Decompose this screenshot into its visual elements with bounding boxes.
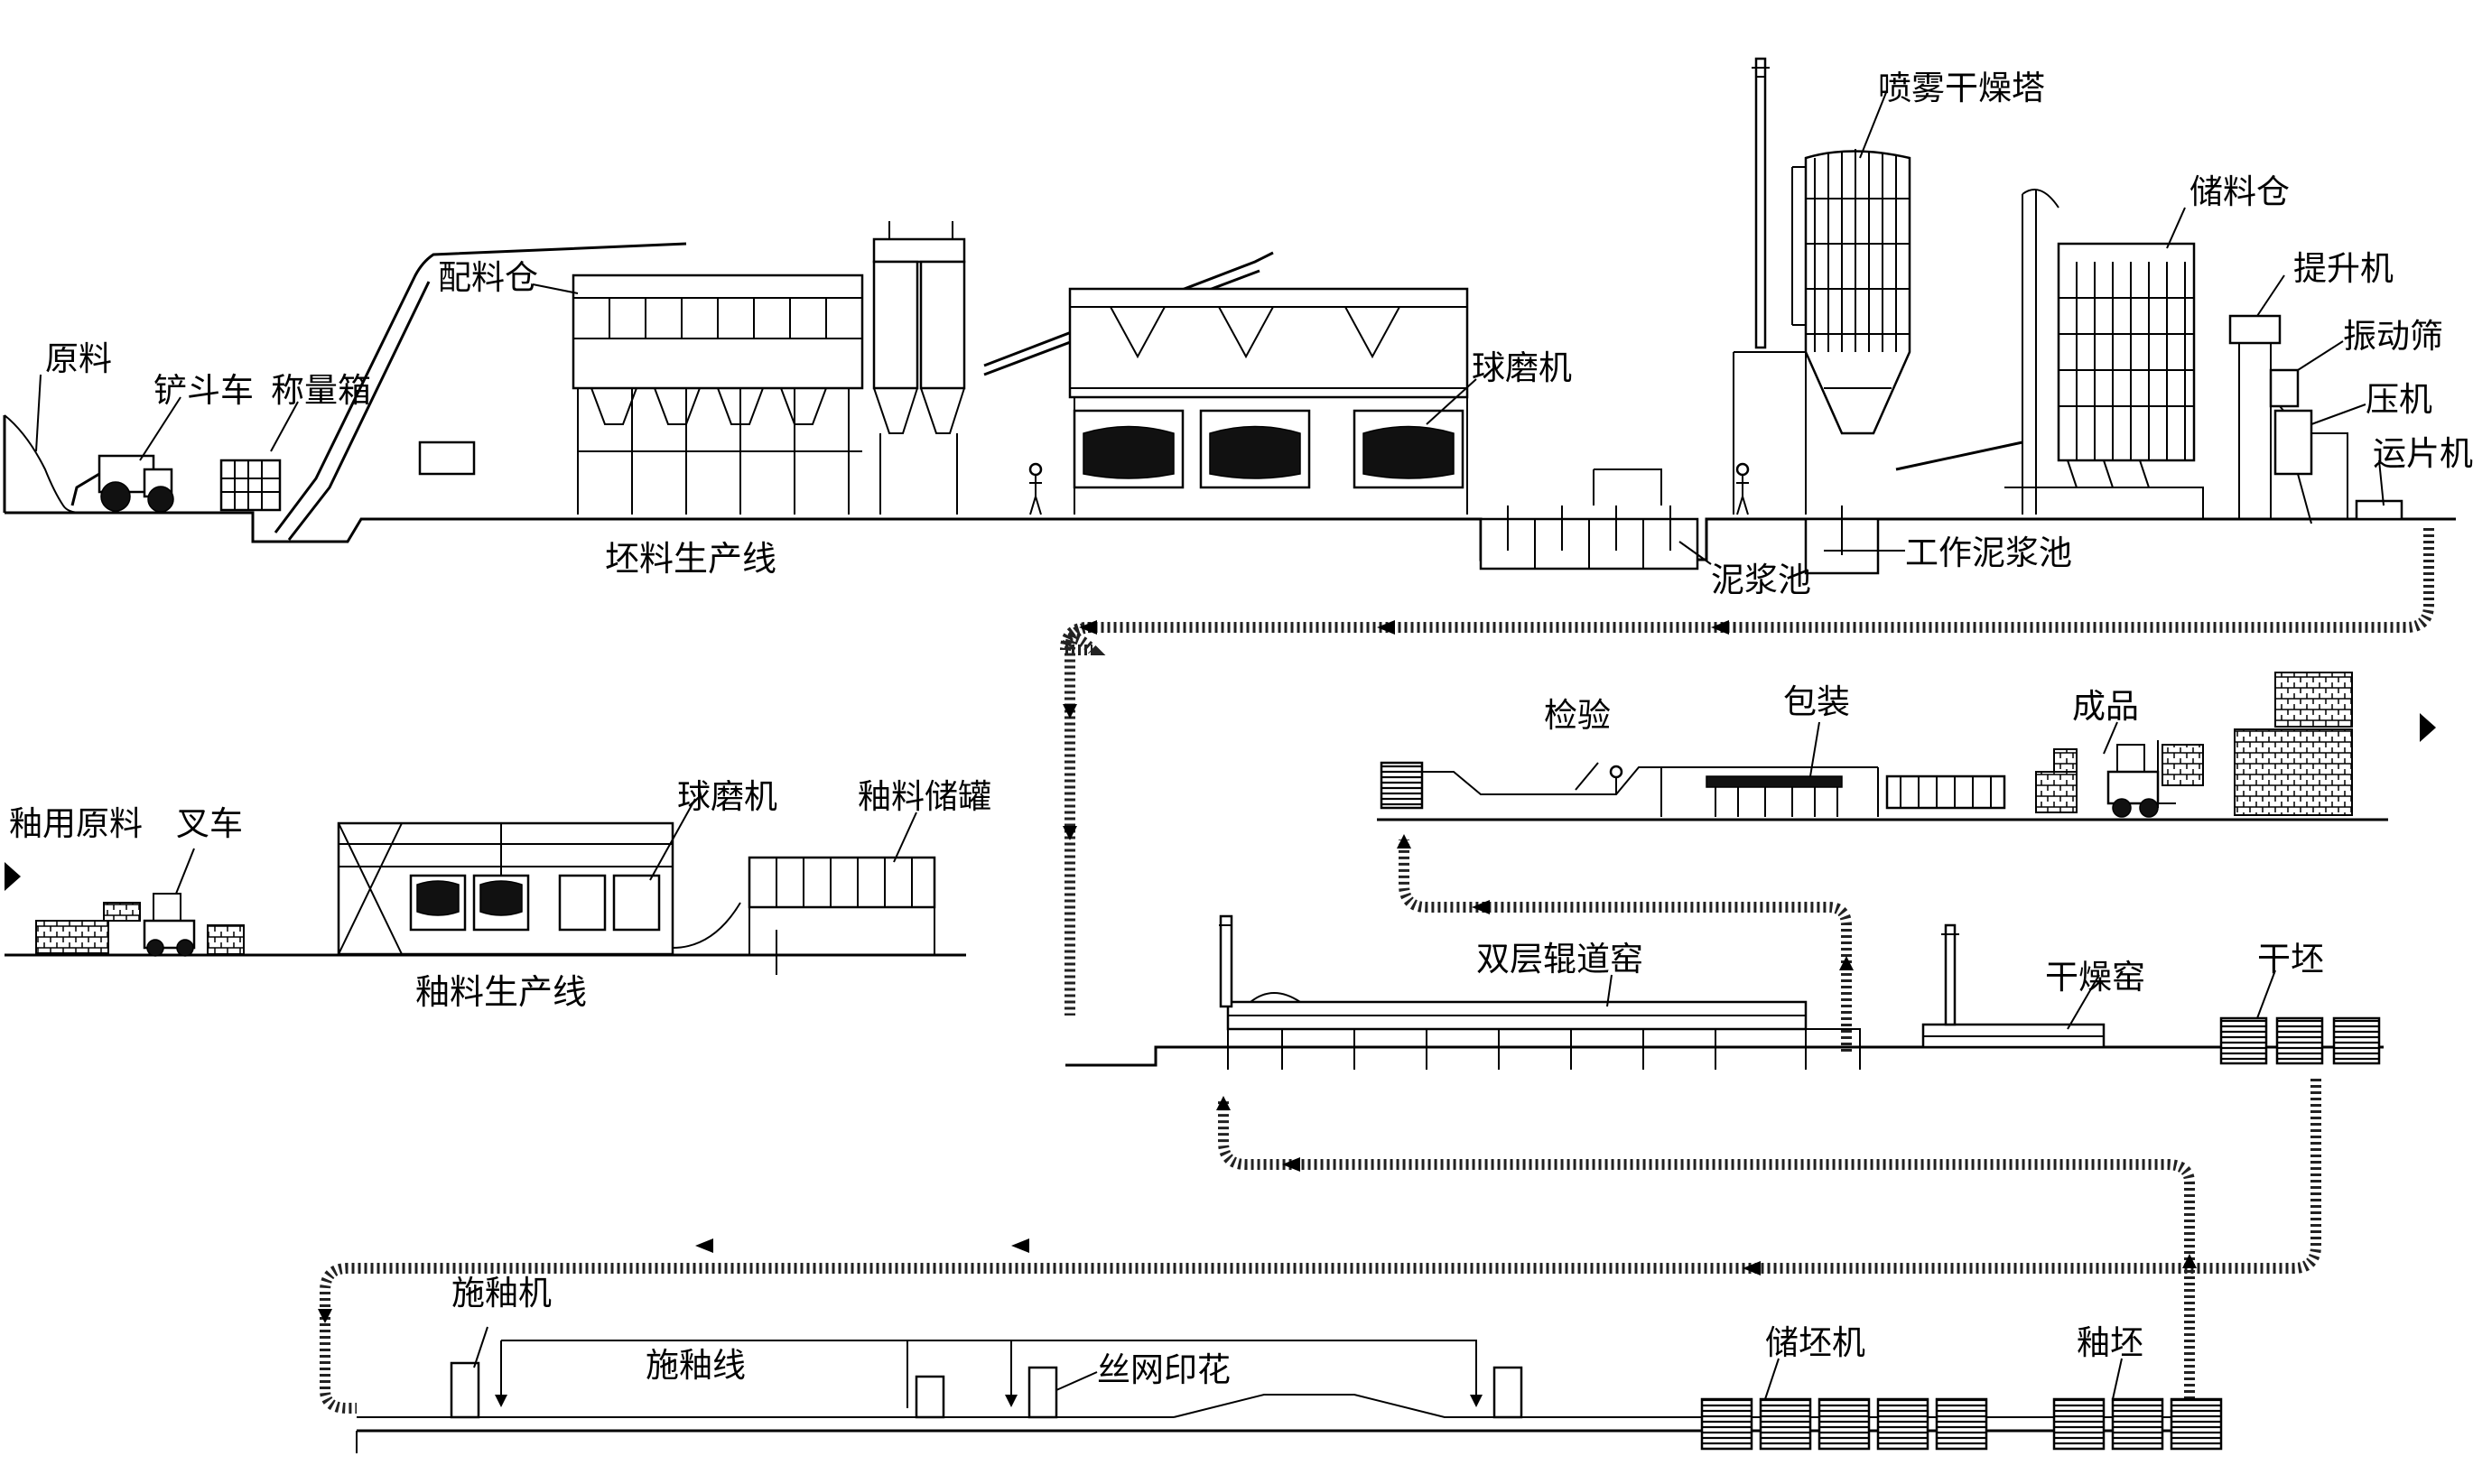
kiln-line <box>1065 914 2384 1070</box>
glaze-production-line <box>5 821 966 975</box>
label-slurry-pool: 泥浆池 <box>1711 561 1811 599</box>
label-dry-green: 干坯 <box>2257 940 2324 979</box>
label-press: 压机 <box>2366 380 2432 419</box>
label-glaze-raw-material: 釉用原料 <box>9 804 143 843</box>
forklift-finished <box>2106 740 2204 818</box>
triangle-right-icon <box>2420 713 2436 742</box>
elevator-screen-press <box>2228 314 2403 524</box>
ball-mill-building <box>1068 287 1469 515</box>
leader-lines <box>35 89 2385 1400</box>
flow-path-4 <box>1218 1101 2195 1399</box>
belt-conveyor-1 <box>274 242 687 533</box>
arrow-icon <box>1063 826 1077 840</box>
label-elevator: 提升机 <box>2293 249 2394 288</box>
label-ball-mill-body: 球磨机 <box>1472 348 1572 387</box>
packaging-line <box>1377 672 2388 821</box>
arrow-icon <box>1397 834 1411 849</box>
label-working-slurry-pool: 工作泥浆池 <box>1905 533 2072 572</box>
label-tile-conveyor: 运片机 <box>2373 434 2473 473</box>
label-storage-silo: 储料仓 <box>2189 172 2290 211</box>
storage-silo <box>2004 189 2204 519</box>
label-ball-mill-glaze: 球磨机 <box>677 777 777 816</box>
title-glaze-line: 釉料生产线 <box>415 972 587 1012</box>
arrow-icon <box>1282 1157 1300 1172</box>
label-roller-kiln: 双层辊道窑 <box>1476 940 1643 979</box>
arrow-icon <box>1063 704 1077 719</box>
arrow-icon <box>318 1309 332 1323</box>
title-body-line: 坯料生产线 <box>605 539 776 579</box>
arrow-icon <box>1079 620 1097 635</box>
workers <box>1028 462 1750 515</box>
flow-path-3 <box>320 1079 2321 1414</box>
arrow-icon <box>1839 956 1854 970</box>
twin-silos <box>872 221 966 515</box>
arrow-icon <box>1011 1238 1029 1253</box>
glazing-line <box>356 1340 2223 1453</box>
label-vibrating-screen: 振动筛 <box>2343 317 2443 356</box>
weighing-box <box>219 459 282 512</box>
arrow-icon <box>1711 620 1729 635</box>
label-glazed-green: 釉坯 <box>2077 1323 2143 1362</box>
arrow-icon <box>1743 1261 1761 1275</box>
label-screen-printing: 丝网印花 <box>1097 1350 1231 1389</box>
label-forklift: 叉车 <box>176 804 243 843</box>
label-raw-material: 原料 <box>45 339 112 378</box>
arrow-icon <box>2182 1254 2197 1268</box>
arrow-icon <box>1470 1395 1483 1407</box>
label-green-storage: 储坯机 <box>1765 1323 1865 1362</box>
label-loader: 铲斗车 <box>153 371 254 410</box>
arrow-icon <box>1472 900 1490 914</box>
label-weighing-box: 称量箱 <box>271 371 371 410</box>
label-packaging: 包装 <box>1783 682 1850 721</box>
label-glaze-tank: 釉料储罐 <box>858 777 991 816</box>
arrow-icon <box>695 1238 713 1253</box>
spray-dryer-tower <box>1733 57 2023 515</box>
label-drying-kiln: 干燥窑 <box>2045 958 2145 997</box>
flow-path-1 <box>1060 528 2434 1016</box>
flow-path-2 <box>1399 839 1852 1052</box>
slurry-pools <box>1479 468 1880 575</box>
raw-material-heap <box>4 414 82 514</box>
arrow-icon <box>495 1395 507 1407</box>
label-finished-product: 成品 <box>2072 687 2139 726</box>
loader-vehicle <box>70 454 174 513</box>
label-inspection: 检验 <box>1544 696 1611 735</box>
arrow-icon <box>1216 1096 1231 1110</box>
label-glazing-machine: 施釉机 <box>451 1274 552 1312</box>
label-batching-bin: 配料仓 <box>438 258 538 297</box>
body-production-line <box>3 57 2456 575</box>
forklift-glaze <box>143 893 196 957</box>
flow-arrows <box>318 620 2197 1323</box>
label-spray-tower: 喷雾干燥塔 <box>1878 69 2045 107</box>
arrow-icon <box>1005 1395 1018 1407</box>
label-glazing-line: 施釉线 <box>646 1346 746 1385</box>
batching-bin-building <box>418 274 864 515</box>
triangle-right-icon <box>5 862 21 891</box>
labels: 原料 铲斗车 称量箱 配料仓 球磨机 喷雾干燥塔 储料仓 提升机 振动筛 压机 … <box>9 69 2473 1389</box>
arrow-icon <box>1377 620 1395 635</box>
